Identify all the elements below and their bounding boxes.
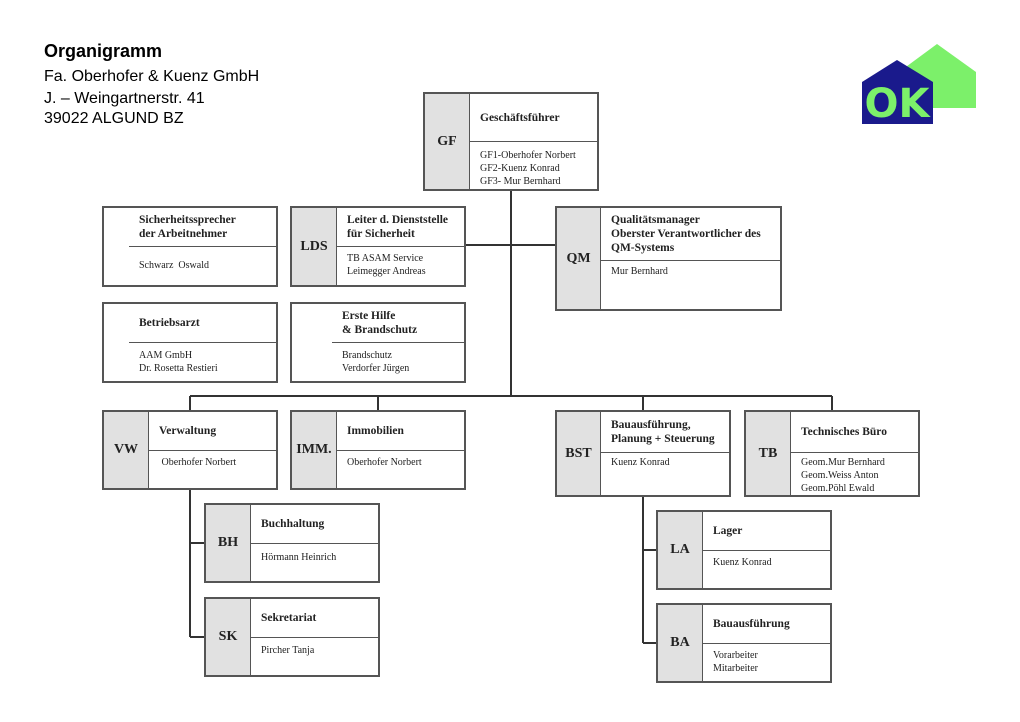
company-name: Fa. Oberhofer & Kuenz GmbH (44, 68, 260, 85)
gf-member: GF2-Kuenz Konrad (480, 163, 560, 174)
sk-code: SK (206, 599, 251, 675)
title-line: Verwaltung (159, 425, 217, 437)
person-name: Leimegger Andreas (347, 266, 426, 277)
vw-code: VW (104, 412, 149, 488)
title-line: Lager (713, 525, 743, 537)
title-line: für Sicherheit (347, 228, 415, 240)
box-la: LA Lager Kuenz Konrad (656, 510, 832, 590)
box-vw: VW Verwaltung Oberhofer Norbert (102, 410, 278, 490)
person-name: Brandschutz (342, 350, 392, 361)
qm-code: QM (557, 208, 601, 309)
ba-title: Bauausführung (703, 605, 830, 644)
person-name: Geom.Pöhl Ewald (801, 483, 875, 494)
title-line: Leiter d. Dienststelle (347, 214, 449, 226)
box-ba: BA Bauausführung Vorarbeiter Mitarbeiter (656, 603, 832, 683)
logo-text: OK (865, 81, 932, 127)
lds-title: Leiter d. Dienststelle für Sicherheit (337, 208, 464, 247)
gf-title-line: Geschäftsführer (480, 111, 560, 124)
company-street: J. – Weingartnerstr. 41 (44, 90, 205, 107)
title-line: Buchhaltung (261, 518, 325, 530)
title-line: Immobilien (347, 425, 404, 437)
gf-title: Geschäftsführer (470, 94, 597, 142)
tb-title: Technisches Büro (791, 412, 918, 453)
erste-hilfe-title: Erste Hilfe & Brandschutz (332, 304, 464, 343)
box-betriebsarzt: Betriebsarzt AAM GmbH Dr. Rosetta Restie… (102, 302, 278, 383)
box-gf: GF Geschäftsführer GF1-Oberhofer Norbert… (423, 92, 599, 191)
betriebsarzt-title: Betriebsarzt (129, 304, 276, 343)
gf-member: GF1-Oberhofer Norbert (480, 150, 576, 161)
person-name: Mitarbeiter (713, 663, 758, 674)
bst-title: Bauausführung, Planung + Steuerung (601, 412, 729, 453)
gf-member: GF3- Mur Bernhard (480, 176, 561, 187)
bh-code: BH (206, 505, 251, 581)
bh-title: Buchhaltung (251, 505, 378, 544)
sicherheitssprecher-title: Sicherheitssprecher der Arbeitnehmer (129, 208, 276, 247)
person-name: Geom.Mur Bernhard (801, 457, 885, 468)
person-name: Oberhofer Norbert (347, 457, 422, 468)
page-title: Organigramm (44, 41, 163, 61)
box-bst: BST Bauausführung, Planung + Steuerung K… (555, 410, 731, 497)
title-line: Bauausführung (713, 618, 790, 630)
person-name: Oberhofer Norbert (159, 457, 237, 468)
bst-code: BST (557, 412, 601, 495)
person-name: Mur Bernhard (611, 266, 668, 277)
box-lds: LDS Leiter d. Dienststelle für Sicherhei… (290, 206, 466, 287)
lds-code: LDS (292, 208, 337, 285)
box-tb: TB Technisches Büro Geom.Mur Bernhard Ge… (744, 410, 920, 497)
person-name: Kuenz Konrad (713, 557, 772, 568)
ok-logo: OK (862, 44, 976, 127)
person-name: Dr. Rosetta Restieri (139, 363, 218, 374)
tb-code: TB (746, 412, 791, 495)
gf-code: GF (425, 94, 470, 189)
title-line: Betriebsarzt (139, 317, 200, 329)
title-line: Erste Hilfe (342, 310, 396, 322)
company-city: 39022 ALGUND BZ (44, 110, 184, 127)
la-title: Lager (703, 512, 830, 551)
person-name: TB ASAM Service (347, 253, 424, 264)
title-line: & Brandschutz (342, 324, 418, 336)
title-line: Qualitätsmanager (611, 214, 700, 226)
box-sk: SK Sekretariat Pircher Tanja (204, 597, 380, 677)
title-line: Bauausführung, (611, 419, 691, 431)
person-name: Schwarz Oswald (139, 260, 209, 271)
vw-title: Verwaltung (149, 412, 276, 451)
person-name: Geom.Weiss Anton (801, 470, 879, 481)
imm-code: IMM. (292, 412, 337, 488)
person-name: Vorarbeiter (713, 650, 758, 661)
box-qm: QM Qualitätsmanager Oberster Verantwortl… (555, 206, 782, 311)
qm-title: Qualitätsmanager Oberster Verantwortlich… (601, 208, 780, 261)
box-bh: BH Buchhaltung Hörmann Heinrich (204, 503, 380, 583)
title-line: Technisches Büro (801, 426, 887, 438)
title-line: Sekretariat (261, 612, 317, 624)
person-name: AAM GmbH (139, 350, 193, 361)
person-name: Hörmann Heinrich (261, 552, 337, 563)
box-sicherheitssprecher: Sicherheitssprecher der Arbeitnehmer Sch… (102, 206, 278, 287)
title-line: Sicherheitssprecher (139, 214, 236, 226)
sk-title: Sekretariat (251, 599, 378, 638)
box-erste-hilfe: Erste Hilfe & Brandschutz Brandschutz Ve… (290, 302, 466, 383)
la-code: LA (658, 512, 703, 588)
title-line: Planung + Steuerung (611, 433, 715, 445)
imm-title: Immobilien (337, 412, 464, 451)
person-name: Verdorfer Jürgen (342, 363, 410, 374)
title-line: QM-Systems (611, 242, 675, 254)
person-name: Pircher Tanja (261, 645, 315, 656)
ba-code: BA (658, 605, 703, 681)
title-line: Oberster Verantwortlicher des (611, 228, 761, 240)
title-line: der Arbeitnehmer (139, 228, 228, 240)
person-name: Kuenz Konrad (611, 457, 670, 468)
box-imm: IMM. Immobilien Oberhofer Norbert (290, 410, 466, 490)
logo-navy-house (862, 60, 933, 124)
